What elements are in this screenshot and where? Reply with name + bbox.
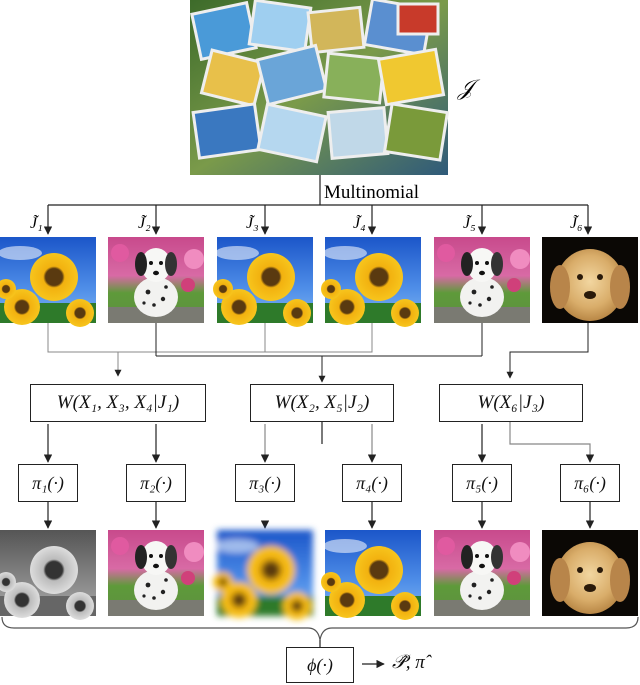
- perturbation-box-5: π₅(·): [452, 464, 512, 502]
- output-image-1: [0, 530, 96, 620]
- source-label: 𝒥: [457, 75, 481, 100]
- subset-label-5: J̃₅: [463, 214, 476, 232]
- input-image-4: [321, 237, 421, 327]
- aggregator-box: ϕ(·): [286, 647, 354, 683]
- perturbation-box-3: π₃(·): [235, 464, 295, 502]
- output-image-3: [213, 530, 313, 620]
- conditional-model-box-2: W(X₂, X₅|J₂): [250, 384, 394, 422]
- input-image-5: [434, 237, 530, 323]
- perturbation-to-output-arrows: [43, 502, 595, 529]
- input-image-1: [0, 237, 96, 327]
- split-label: Multinomial: [324, 182, 419, 203]
- perturbation-box-6: π₆(·): [560, 464, 620, 502]
- perturbation-box-1: π₁(·): [18, 464, 78, 502]
- source-collage-image: [190, 0, 450, 175]
- subset-label-4: J̃₄: [353, 214, 366, 232]
- input-image-2: [108, 237, 204, 323]
- conditional-model-box-3: W(X₆|J₃): [439, 384, 583, 422]
- perturbation-box-2: π₂(·): [126, 464, 186, 502]
- output-image-6: [542, 530, 638, 616]
- output-image-5: [434, 530, 530, 616]
- output-image-2: [108, 530, 204, 616]
- estimated-outputs-label: 𝒫̂, π̂: [392, 652, 425, 673]
- perturbation-box-4: π₄(·): [342, 464, 402, 502]
- output-image-4: [321, 530, 421, 620]
- conditional-model-box-1: W(X₁, X₃, X₄|J₁): [30, 384, 206, 422]
- subset-label-3: J̃₃: [246, 214, 259, 232]
- subset-label-2: J̃₂: [138, 214, 151, 232]
- input-image-3: [213, 237, 313, 327]
- input-image-6: [542, 237, 638, 323]
- model-to-perturbation-arrows: [43, 420, 595, 463]
- subset-arrows: [43, 205, 593, 235]
- subset-label-6: J̃₆: [570, 214, 583, 232]
- subset-label-1: J̃₁: [30, 214, 43, 232]
- aggregation-brace: [1, 616, 639, 641]
- grouping-connectors: [47, 323, 589, 383]
